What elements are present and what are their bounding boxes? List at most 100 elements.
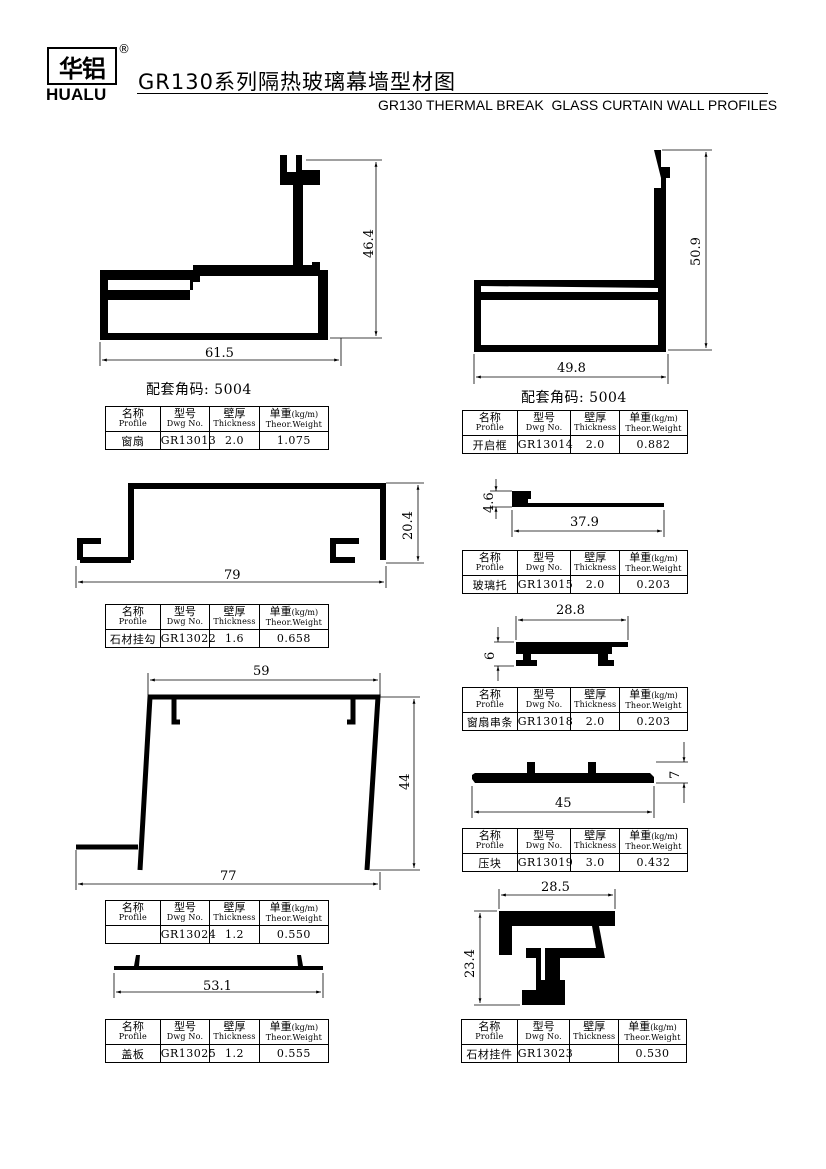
dim-37-9: 37.9	[570, 515, 599, 530]
dwg-number: GR13015	[516, 575, 573, 594]
profile-name: 玻璃托	[462, 575, 518, 594]
thickness-value: 2.0	[570, 712, 621, 731]
dim-61-5: 61.5	[205, 346, 234, 361]
weight-value: 0.555	[258, 1044, 330, 1063]
weight-value: 0.550	[258, 925, 330, 944]
thickness-value: 1.6	[209, 629, 260, 648]
profile-gr13013-drawing: 61.5 46.4	[99, 155, 382, 366]
dim-28-5: 28.5	[541, 880, 570, 895]
dim-4-6: 4.6	[482, 492, 497, 513]
logo-chinese-text: 华铝	[59, 54, 106, 83]
thickness-value: 3.0	[570, 853, 621, 872]
dim-46-4: 46.4	[362, 229, 377, 258]
dim-79: 79	[224, 568, 241, 583]
dim-7: 7	[668, 771, 683, 779]
page-title-chinese: GR130系列隔热玻璃幕墙型材图	[138, 70, 456, 94]
company-logo: 华铝	[47, 47, 117, 85]
profile-gr13025-drawing: 53.1	[113, 955, 324, 998]
dim-6: 6	[483, 652, 498, 660]
profile-gr13023-drawing: 28.5 23.4	[463, 880, 616, 1006]
profile-gr13022-drawing: 79 20.4	[75, 482, 424, 588]
dwg-number: GR13019	[516, 853, 573, 872]
dwg-number: GR13018	[516, 712, 573, 731]
dwg-number: GR13024	[159, 925, 216, 944]
header-weight: 单重(kg/m)Theor.Weight	[619, 550, 688, 576]
profile-name: 盖板	[105, 1044, 161, 1063]
dim-28-8: 28.8	[556, 603, 585, 618]
dim-77: 77	[220, 869, 237, 884]
weight-value: 0.203	[619, 575, 688, 594]
thickness-value: 1.2	[209, 925, 260, 944]
profile-gr13019-drawing: 45 7	[471, 742, 688, 818]
profile-name: 石材挂勾	[105, 629, 161, 648]
thickness-value: 1.2	[209, 1044, 260, 1063]
weight-value: 0.882	[619, 435, 688, 454]
dim-50-9: 50.9	[689, 237, 704, 266]
thickness-value: 2.0	[209, 431, 260, 450]
dwg-number: GR13022	[159, 629, 216, 648]
title-underline	[137, 93, 768, 94]
weight-value: 0.203	[619, 712, 688, 731]
header-weight: 单重(kg/m)Theor.Weight	[619, 410, 688, 436]
dim-20-4: 20.4	[401, 511, 416, 540]
dim-59: 59	[253, 664, 270, 679]
weight-value: 0.658	[258, 629, 330, 648]
dwg-number: GR13025	[159, 1044, 216, 1063]
profile-gr13024-drawing: 59 77 44	[75, 664, 420, 890]
weight-value: 0.530	[618, 1044, 687, 1063]
profile-gr13018-drawing: 28.8 6	[483, 603, 629, 681]
thickness-value: 2.0	[570, 575, 621, 594]
logo-english-text: HUALU	[46, 85, 107, 104]
registered-mark: ®	[118, 42, 130, 56]
dim-44: 44	[398, 773, 413, 790]
header-weight: 单重(kg/m)Theor.Weight	[619, 828, 688, 854]
corner-cleat-note-1: 配套角码: 5004	[146, 382, 252, 398]
profile-name: 窗扇	[105, 431, 161, 450]
profile-name: 开启框	[462, 435, 518, 454]
profile-name: 石材挂件	[461, 1044, 518, 1063]
header-weight: 单重(kg/m)Theor.Weight	[618, 1019, 687, 1045]
weight-value: 1.075	[258, 431, 330, 450]
header-weight: 单重(kg/m)Theor.Weight	[258, 406, 330, 432]
dim-23-4: 23.4	[463, 949, 478, 978]
profile-gr13015-drawing: 37.9 4.6	[482, 479, 665, 537]
page-title-english: GR130 THERMAL BREAK GLASS CURTAIN WALL P…	[378, 97, 778, 113]
dwg-number: GR13023	[516, 1044, 573, 1063]
